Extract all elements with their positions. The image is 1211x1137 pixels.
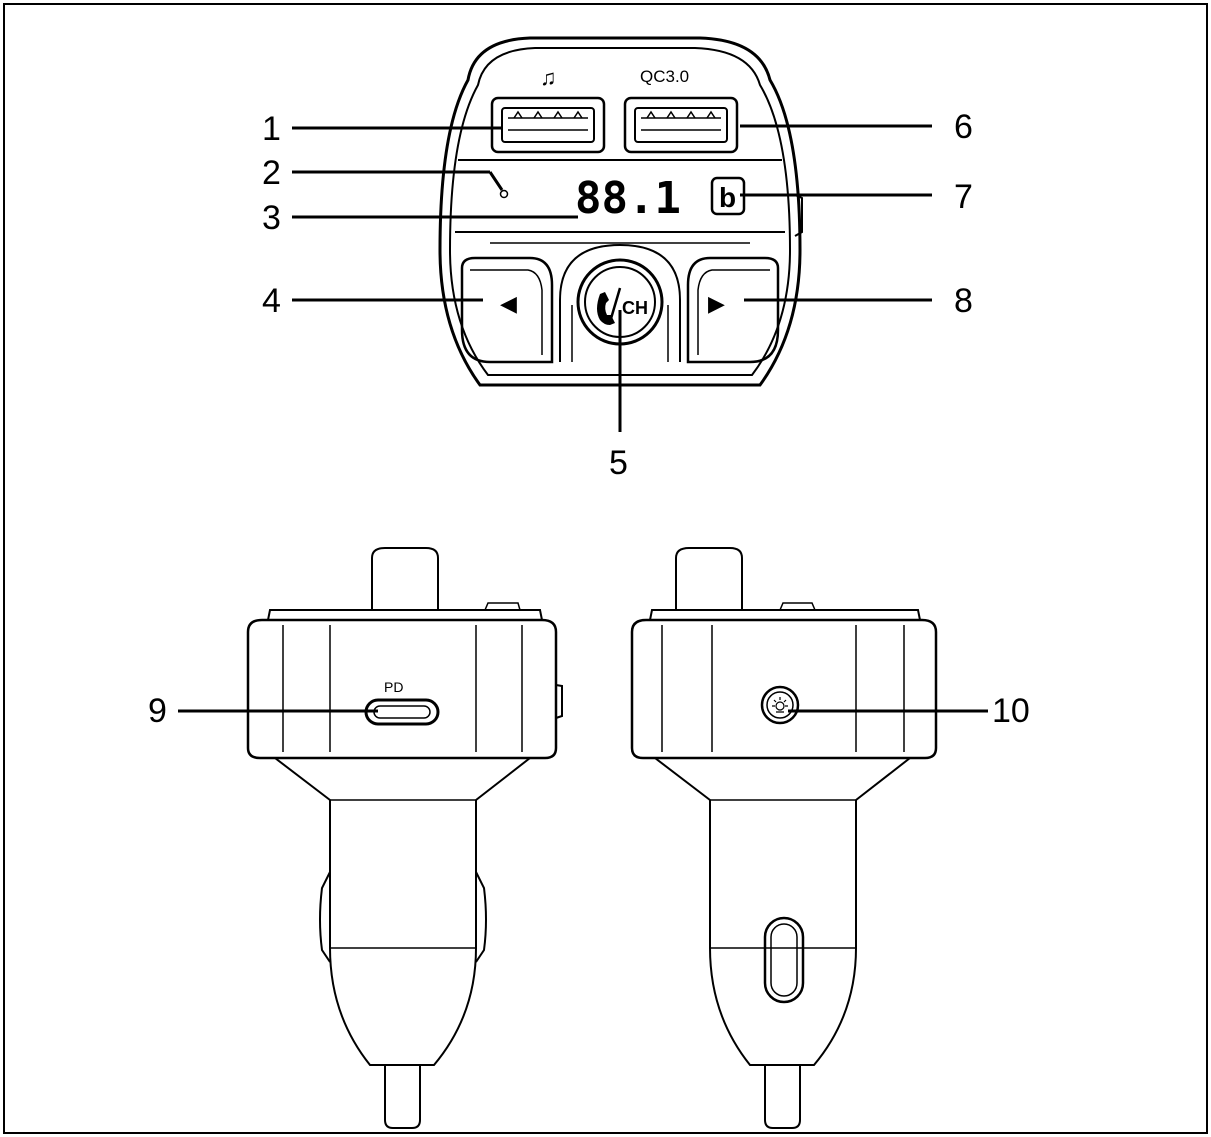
callout-3: 3 <box>262 199 281 237</box>
callout-10: 10 <box>992 692 1030 730</box>
qc-label: QC3.0 <box>640 67 689 86</box>
usb-port-qc3[interactable] <box>623 96 739 154</box>
callout-7: 7 <box>954 178 973 216</box>
left-clip-l <box>319 871 331 963</box>
prev-arrow: ◀ <box>500 291 517 316</box>
callout-9: 9 <box>148 692 167 730</box>
left-top-nub <box>484 602 521 611</box>
left-plug-shaft <box>329 800 477 1066</box>
right-clip-oval <box>763 916 805 1004</box>
callout-5: 5 <box>609 444 628 482</box>
right-body <box>630 618 938 760</box>
left-plug-tip <box>384 1065 421 1129</box>
left-side-bump <box>555 684 563 719</box>
ch-label: CH <box>622 298 648 318</box>
right-taper <box>654 757 911 801</box>
right-clip-oval-inner <box>770 923 798 997</box>
usb-port-music[interactable] <box>490 96 606 154</box>
body-outline <box>438 36 802 387</box>
pd-label: PD <box>384 679 403 695</box>
right-top-ridge <box>649 609 921 621</box>
outer-border <box>3 3 1208 1134</box>
left-clip-r <box>475 871 487 963</box>
display-value: 88.1 <box>575 173 681 224</box>
body-inner-outline <box>448 47 792 376</box>
left-body <box>246 618 558 760</box>
right-top-nub <box>779 602 816 611</box>
prev-button[interactable]: ◀ <box>460 256 554 364</box>
music-icon: ♫ <box>540 65 557 90</box>
right-antenna <box>675 547 743 610</box>
bluetooth-icon: b <box>719 182 736 213</box>
next-button[interactable]: ▶ <box>686 256 780 364</box>
phone-icon <box>597 292 615 325</box>
next-arrow: ▶ <box>708 291 725 316</box>
bluetooth-button[interactable]: b <box>710 176 746 216</box>
side-view-left: PD 9 <box>148 547 563 1129</box>
callout-1: 1 <box>262 110 281 148</box>
side-view-right: 10 <box>630 547 1030 1129</box>
right-plug-shaft <box>709 800 857 1066</box>
mic-hole <box>499 189 509 199</box>
top-view: ♫ QC3.0 88.1 b <box>262 36 973 482</box>
light-button[interactable] <box>760 685 800 725</box>
callout-4: 4 <box>262 282 281 320</box>
leader-2-b <box>488 171 504 191</box>
right-plug-tip <box>764 1065 801 1129</box>
left-top-ridge <box>267 609 543 621</box>
callout-6: 6 <box>954 108 973 146</box>
light-icon <box>772 697 788 713</box>
left-taper <box>274 757 531 801</box>
callout-8: 8 <box>954 282 973 320</box>
callout-2: 2 <box>262 154 281 192</box>
left-antenna <box>371 547 439 610</box>
